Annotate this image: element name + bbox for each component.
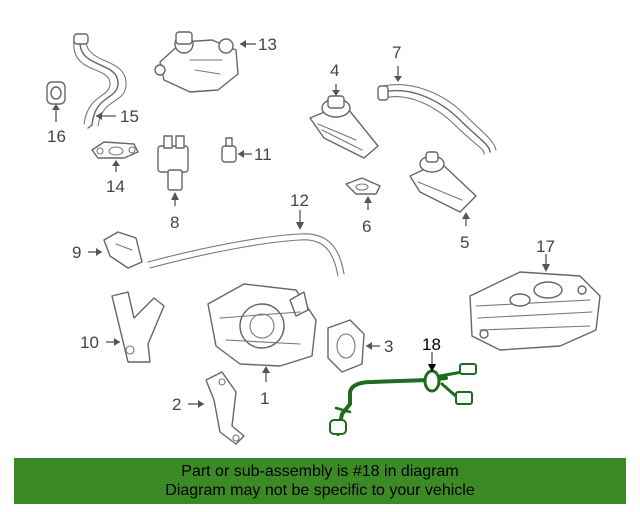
part-5-valve xyxy=(409,151,477,226)
banner-line-1: Part or sub-assembly is #18 in diagram xyxy=(181,463,459,480)
callout-12: 12 xyxy=(290,191,309,210)
callout-1: 1 xyxy=(260,389,269,408)
part-12-hose xyxy=(147,210,345,277)
callout-15: 15 xyxy=(120,107,139,126)
part-8-solenoid xyxy=(157,135,189,206)
part-9-bracket xyxy=(88,231,143,269)
callout-8: 8 xyxy=(170,213,179,232)
part-17-air-pump xyxy=(469,254,601,351)
part-6-gasket xyxy=(345,177,381,210)
callout-17: 17 xyxy=(536,237,555,256)
callout-5: 5 xyxy=(460,233,469,252)
part-4-valve xyxy=(309,84,379,159)
part-3-cover xyxy=(327,319,380,373)
callout-6: 6 xyxy=(362,217,371,236)
callout-16: 16 xyxy=(47,127,66,146)
callout-3: 3 xyxy=(384,337,393,356)
callout-11: 11 xyxy=(254,145,272,164)
callout-2: 2 xyxy=(172,395,181,414)
callout-18: 18 xyxy=(422,335,441,354)
part-10-bracket xyxy=(106,291,165,363)
callout-13: 13 xyxy=(258,35,277,54)
part-7-hose xyxy=(377,66,497,155)
callout-7: 7 xyxy=(392,43,401,62)
info-banner: Part or sub-assembly is #18 in diagram D… xyxy=(14,458,626,504)
callout-10: 10 xyxy=(80,333,99,352)
part-18-pipe-highlighted xyxy=(329,352,477,436)
callout-4: 4 xyxy=(330,61,339,80)
parts-diagram: 16 15 13 14 8 xyxy=(46,31,601,445)
callout-9: 9 xyxy=(72,243,81,262)
callout-14: 14 xyxy=(106,177,125,196)
part-15-hose xyxy=(73,33,127,129)
part-14-gasket xyxy=(91,141,139,172)
banner-line-2: Diagram may not be specific to your vehi… xyxy=(165,482,475,499)
part-1-pump xyxy=(207,283,317,382)
part-13-valve xyxy=(154,31,256,93)
part-11-sensor xyxy=(221,137,252,163)
part-2-bracket xyxy=(188,371,245,445)
part-16-grommet xyxy=(46,81,66,122)
